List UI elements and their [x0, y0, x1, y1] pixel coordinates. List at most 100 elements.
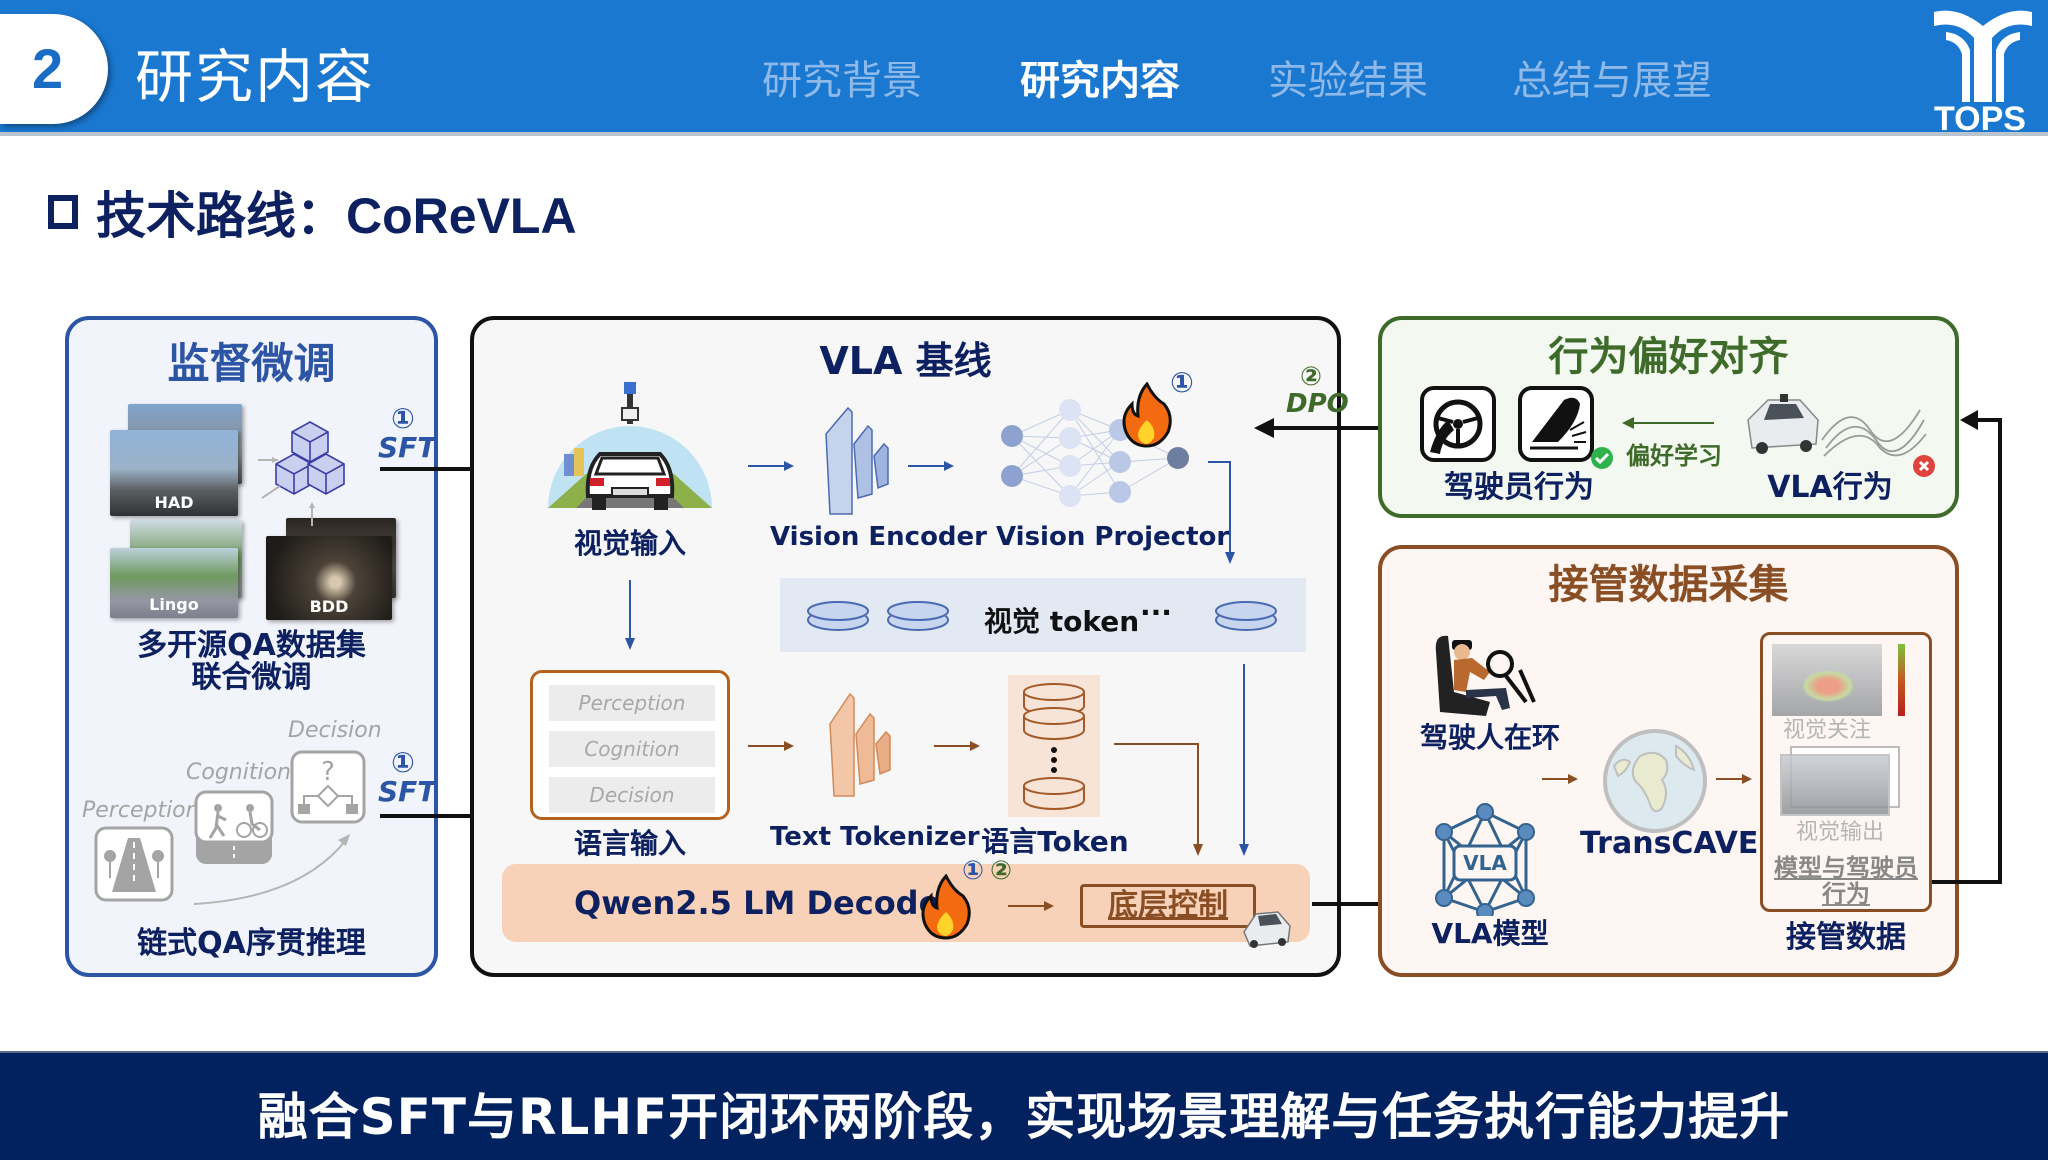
- attention-colorbar: [1898, 644, 1905, 716]
- footer-text: 融合SFT与RLHF开闭环两阶段，实现场景理解与任务执行能力提升: [257, 1088, 1791, 1146]
- visual-output-label: 视觉输出: [1795, 820, 1884, 845]
- arrow-to-vision-projector: [908, 461, 954, 471]
- decoder-step-2: ②: [989, 856, 1012, 886]
- decision-question-icon: ?: [290, 750, 366, 824]
- transcave-label: TransCAVE: [1580, 826, 1759, 861]
- page-title-text: 技术路线：CoReVLA: [96, 188, 577, 244]
- section-title: 研究内容: [135, 43, 376, 111]
- vla-icon-text: VLA: [1463, 851, 1507, 875]
- takeover-data-label: 接管数据: [1786, 920, 1906, 955]
- visual-token-ellipsis: ···: [1140, 596, 1172, 629]
- arrow-to-text-tokenizer: [748, 741, 794, 751]
- preference-alignment-title: 行为偏好对齐: [1548, 334, 1789, 380]
- checkbox-bullet-icon: [48, 195, 78, 229]
- arrow-visual-token-to-decoder: [1239, 664, 1249, 856]
- arrow-takeover-to-preference: [1932, 410, 2002, 884]
- visual-token-label: 视觉 token: [984, 605, 1140, 638]
- arrow-visual-to-language: [625, 580, 635, 650]
- chain-step-cognition: Cognition: [186, 760, 291, 785]
- lang-row-perception: Perception: [549, 685, 715, 721]
- lm-decoder-label: Qwen2.5 LM Decoder: [574, 884, 957, 922]
- lang-row-cognition: Cognition: [549, 731, 715, 767]
- text-tokenizer-layers-icon: [829, 692, 891, 797]
- robotaxi-car-icon: [1243, 911, 1291, 948]
- sft-label: SFT: [378, 431, 437, 465]
- chain-step-decision: Decision: [288, 718, 382, 743]
- steering-wheel-icon: [1420, 386, 1496, 462]
- nav-item-results[interactable]: 实验结果: [1268, 58, 1428, 104]
- dataset-label-had: HAD: [154, 493, 194, 512]
- dataset-image-bdd: BDD: [266, 536, 392, 620]
- lang-row-decision: Decision: [549, 777, 715, 813]
- cross-incorrect-icon: [1913, 455, 1935, 477]
- decoder-step-1: ①: [961, 856, 984, 886]
- footer-banner: 融合SFT与RLHF开闭环两阶段，实现场景理解与任务执行能力提升: [0, 1051, 2048, 1160]
- behavior-text-2: 行为: [1822, 880, 1870, 908]
- dataset-label-bdd: BDD: [309, 597, 349, 616]
- nav-item-summary[interactable]: 总结与展望: [1512, 58, 1712, 104]
- arrow-to-takeover-data: [1716, 774, 1752, 784]
- datasets-caption-1: 多开源QA数据集: [137, 628, 366, 663]
- language-token-label: 语言Token: [981, 825, 1129, 858]
- vision-projector-label: Vision Projector: [996, 522, 1230, 552]
- arrow-to-language-token: [934, 741, 980, 751]
- vision-encoder-layers-icon: [825, 406, 889, 515]
- datasets-caption-2: 联合微调: [191, 660, 312, 695]
- preference-learning-arrow: [1622, 417, 1714, 429]
- sft-panel-title: 监督微调: [167, 339, 336, 388]
- language-token-stack-icon: [1023, 683, 1085, 810]
- arrow-projector-to-tokens: [1208, 461, 1235, 564]
- header-bar: 2 研究内容 研究背景 研究内容 实验结果 总结与展望 TOPS: [0, 0, 2048, 138]
- check-correct-icon: [1591, 447, 1613, 469]
- visual-token-cylinders-icon: [807, 601, 949, 631]
- arrow-language-token-to-decoder: [1114, 743, 1203, 856]
- page-title: 技术路线：CoReVLA: [48, 176, 577, 248]
- dataset-image-lingo: Lingo: [110, 548, 238, 618]
- visual-attention-label: 视觉关注: [1782, 718, 1871, 743]
- section-number: 2: [32, 37, 64, 100]
- language-input-label: 语言输入: [573, 827, 686, 860]
- arrow-to-vision-encoder: [748, 461, 794, 471]
- logo-text: TOPS: [1934, 100, 2026, 138]
- tops-logo-icon: [1934, 10, 2032, 102]
- vision-encoder-label: Vision Encoder: [770, 522, 988, 552]
- nav-item-background[interactable]: 研究背景: [762, 58, 922, 104]
- vision-projector-network-icon: [1001, 399, 1189, 507]
- dataset-image-had: HAD: [110, 430, 238, 516]
- dataset-label-lingo: Lingo: [149, 595, 199, 614]
- chain-caption: 链式QA序贯推理: [137, 926, 366, 961]
- visual-input-label: 视觉输入: [573, 527, 686, 560]
- visual-attention-heatmap-image: [1772, 644, 1882, 716]
- driver-in-loop-simulator-icon: [1435, 635, 1536, 716]
- section-number-badge: 2: [0, 14, 108, 124]
- visual-token-last-cylinder-icon: [1215, 601, 1277, 631]
- reasoning-progress-arrow: [193, 834, 350, 905]
- vla-baseline-title: VLA 基线: [819, 339, 992, 383]
- vla-model-network-icon: VLA: [1435, 803, 1535, 916]
- pedal-foot-icon: [1518, 386, 1594, 462]
- nav-item-research[interactable]: 研究内容: [1020, 58, 1180, 104]
- driver-in-loop-label: 驾驶人在环: [1419, 721, 1560, 754]
- arrow-decoder-to-control: [1008, 901, 1054, 911]
- vla-behavior-label: VLA行为: [1767, 470, 1893, 505]
- arrow-to-transcave: [1542, 774, 1578, 784]
- trajectory-curves-icon: [1821, 409, 1927, 457]
- step-number-2: ②: [1299, 362, 1322, 392]
- svg-text:?: ?: [321, 757, 335, 787]
- pedestrian-cyclist-cognition-icon: [194, 790, 274, 864]
- autonomous-car-visual-input-icon: [548, 382, 712, 510]
- fire-trainable-icon: [1122, 382, 1172, 448]
- low-level-control-box: 底层控制: [1080, 884, 1256, 928]
- projector-step-number: ①: [1170, 366, 1194, 399]
- transcave-globe-icon: [1603, 729, 1707, 833]
- lm-decoder-bar: [502, 864, 1310, 942]
- step-number-1: ①: [391, 746, 415, 779]
- takeover-data-title: 接管数据采集: [1548, 562, 1789, 608]
- language-input-box: Perception Cognition Decision: [530, 670, 730, 820]
- sft-label: SFT: [378, 775, 437, 809]
- decoder-fire-trainable-icon: [921, 874, 971, 940]
- preference-learning-label: 偏好学习: [1626, 442, 1722, 470]
